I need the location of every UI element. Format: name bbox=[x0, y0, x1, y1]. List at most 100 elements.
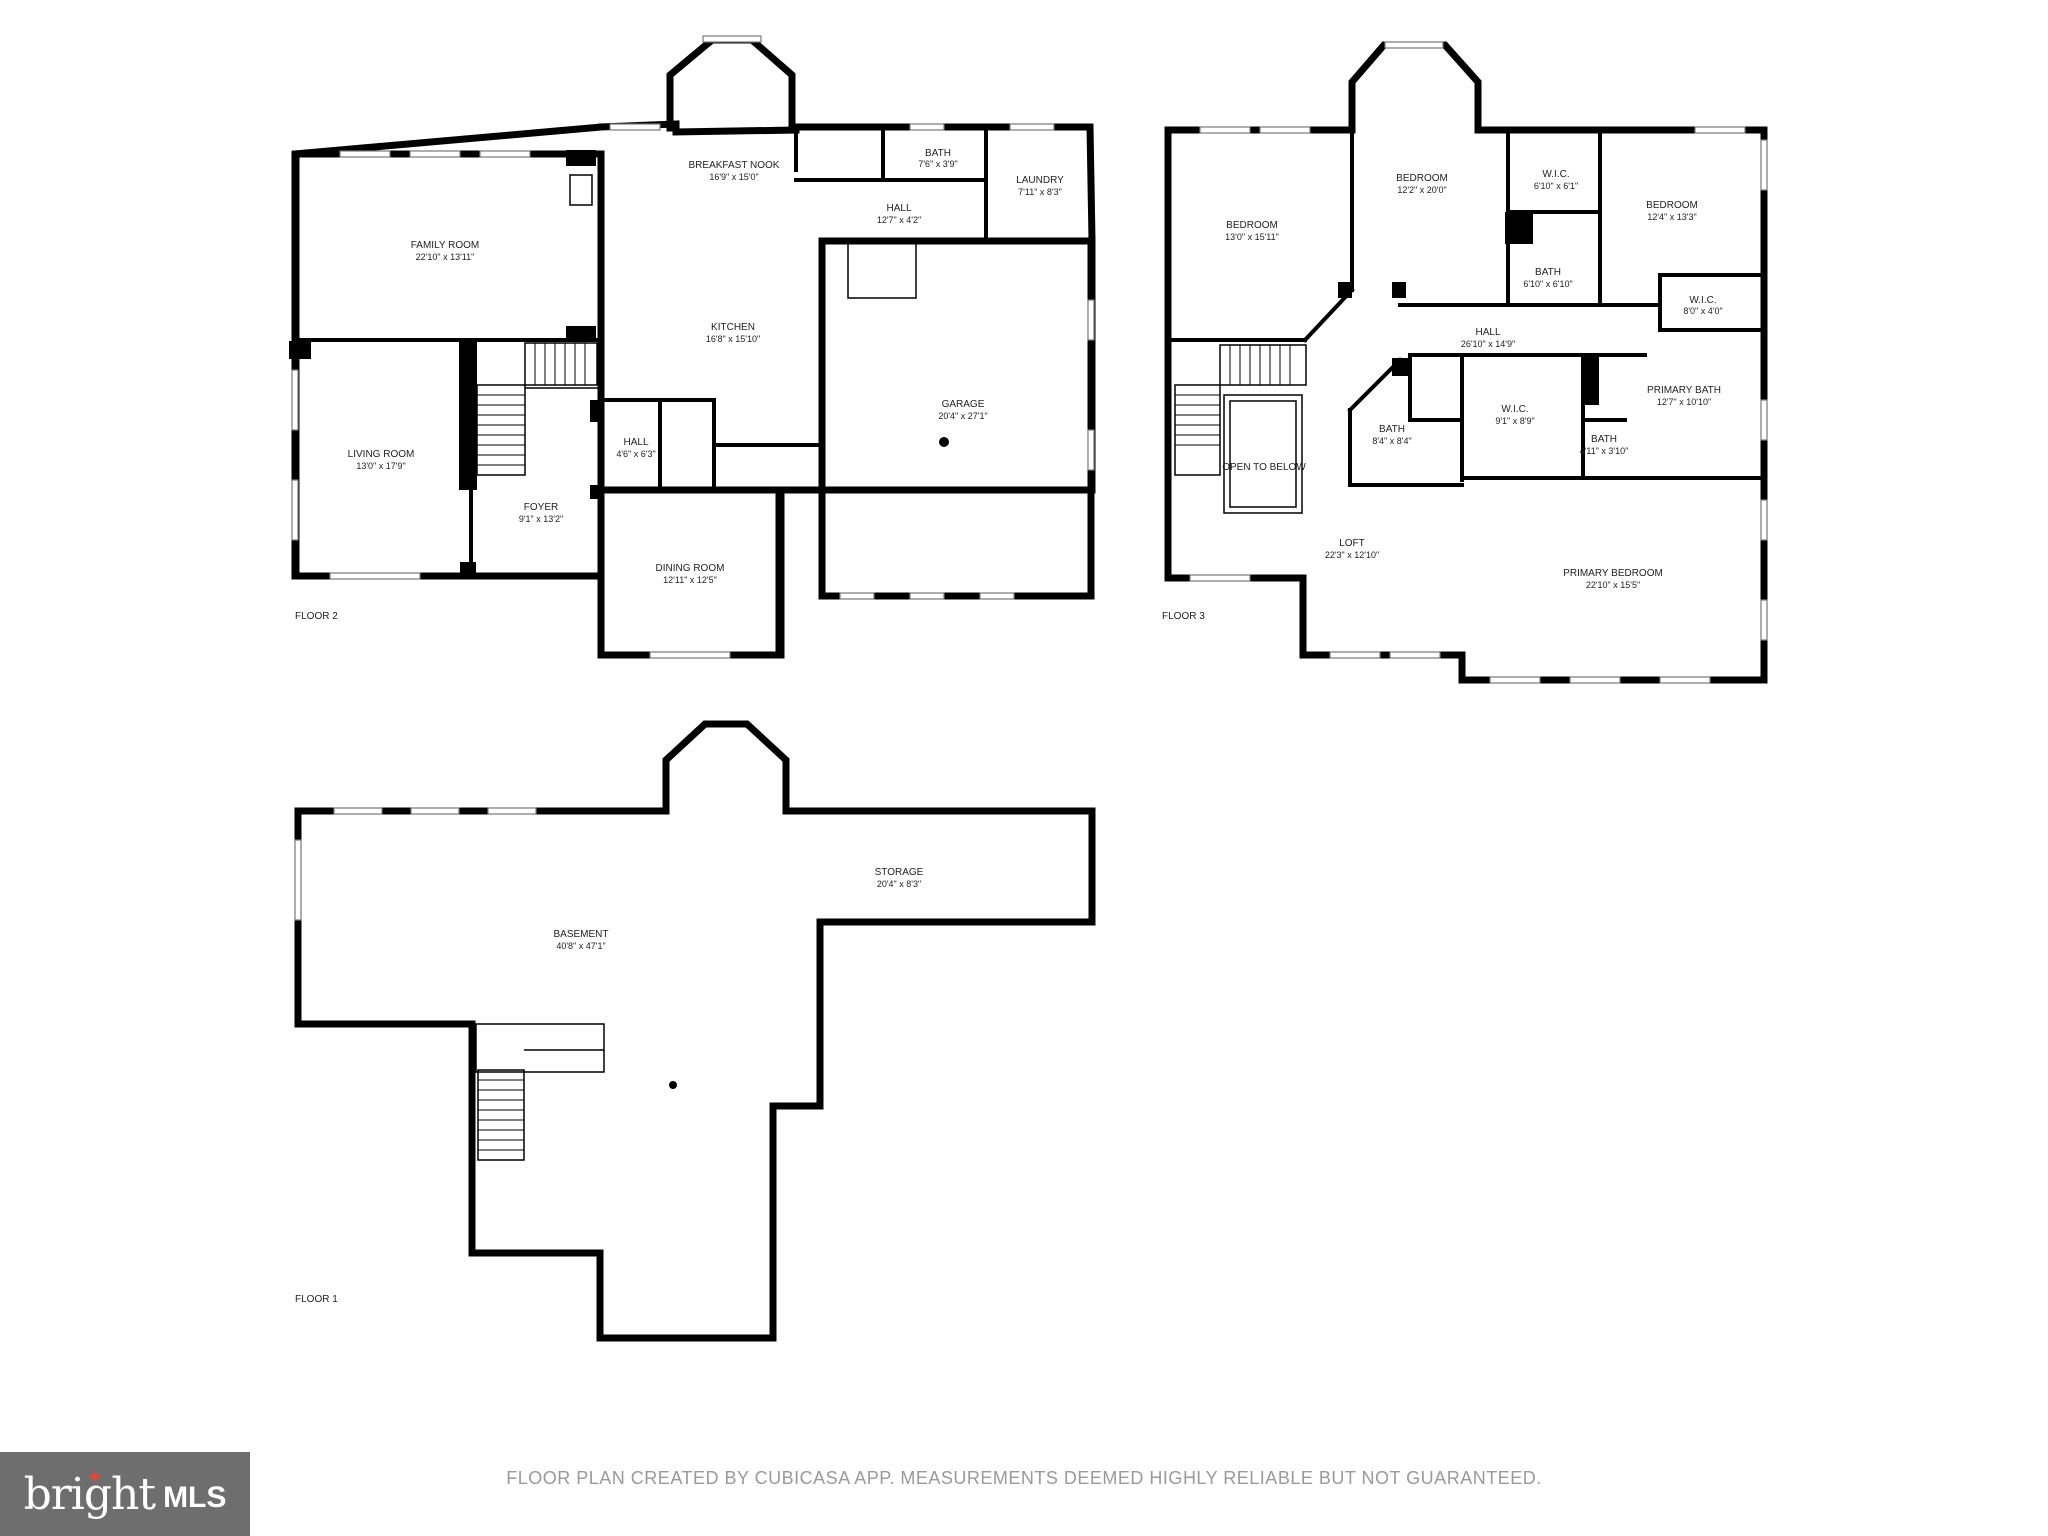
window bbox=[909, 123, 945, 131]
wall-post-c bbox=[1392, 282, 1406, 298]
room-name-foyer: FOYER bbox=[524, 502, 558, 513]
window bbox=[410, 807, 460, 815]
window bbox=[1760, 399, 1768, 441]
room-name-basement: BASEMENT bbox=[553, 929, 608, 940]
floor-3-plan: BEDROOM 12'2" x 20'0" W.I.C. 6'10" x 6'1… bbox=[1162, 41, 1768, 684]
window bbox=[1189, 574, 1251, 582]
open-to-below-inner bbox=[1229, 400, 1297, 508]
logo-star-icon: ✦ bbox=[87, 1464, 104, 1489]
wall-post-a bbox=[1585, 355, 1599, 405]
room-dims-primary-bath: 12'7" x 10'10" bbox=[1657, 397, 1711, 407]
room-name-wic-2: W.I.C. bbox=[1689, 295, 1716, 306]
room-name-primary-bath: PRIMARY BATH bbox=[1647, 385, 1721, 396]
room-name-laundry: LAUNDRY bbox=[1016, 175, 1064, 186]
floor-2-staircase bbox=[476, 342, 600, 476]
window bbox=[839, 592, 875, 600]
basement-staircase bbox=[475, 1023, 605, 1161]
floor-1-label: FLOOR 1 bbox=[295, 1294, 338, 1305]
kitchen-counter bbox=[847, 242, 917, 299]
window bbox=[1259, 126, 1311, 134]
room-dims-dining-room: 12'11" x 12'5" bbox=[663, 575, 717, 585]
window bbox=[1009, 123, 1055, 131]
room-name-bedroom-north: BEDROOM bbox=[1396, 173, 1448, 184]
floor-3-staircase bbox=[1174, 344, 1307, 476]
window bbox=[291, 479, 299, 541]
wall-post-5 bbox=[590, 485, 604, 499]
room-name-bath-3: BATH bbox=[1591, 434, 1617, 445]
bright-mls-logo: bright✦ MLS bbox=[0, 1452, 250, 1536]
room-dims-wic-2: 8'0" x 4'0" bbox=[1683, 306, 1722, 316]
room-name-family-room: FAMILY ROOM bbox=[411, 240, 480, 251]
room-dims-bath-3: 4'11" x 3'10" bbox=[1580, 446, 1629, 456]
room-name-hall-2: HALL bbox=[623, 437, 648, 448]
room-dims-storage: 20'4" x 8'3" bbox=[877, 879, 921, 889]
room-dims-laundry: 7'11" x 8'3" bbox=[1018, 187, 1062, 197]
window bbox=[1199, 126, 1251, 134]
wall-post-6 bbox=[590, 400, 604, 422]
window bbox=[1760, 499, 1768, 541]
wall-post-d bbox=[1392, 358, 1408, 376]
floor-3-outer-wall bbox=[1164, 41, 1768, 684]
fireplace bbox=[569, 174, 593, 206]
window bbox=[291, 369, 299, 431]
room-name-wic-3: W.I.C. bbox=[1501, 404, 1528, 415]
room-name-hall: HALL bbox=[886, 203, 911, 214]
window bbox=[1329, 651, 1381, 659]
window bbox=[294, 839, 302, 921]
floor-3-label: FLOOR 3 bbox=[1162, 611, 1205, 622]
room-name-storage: STORAGE bbox=[875, 867, 924, 878]
room-dims-basement: 40'8" x 47'1" bbox=[556, 941, 605, 951]
room-name-loft: LOFT bbox=[1339, 538, 1365, 549]
room-name-bath-2: BATH bbox=[1379, 424, 1405, 435]
room-dims-wic-3: 9'1" x 8'9" bbox=[1495, 416, 1534, 426]
breakfast-nook-bay bbox=[666, 36, 796, 132]
room-dims-hall: 12'7" x 4'2" bbox=[877, 215, 921, 225]
wall-post-3 bbox=[289, 341, 311, 359]
window bbox=[339, 150, 391, 158]
room-dims-family-room: 22'10" x 13'11" bbox=[416, 252, 475, 262]
chimney-block bbox=[459, 340, 477, 490]
open-to-below-label: OPEN TO BELOW bbox=[1222, 462, 1306, 473]
room-dims-hall: 26'10" x 14'9" bbox=[1461, 339, 1515, 349]
room-dims-hall-2: 4'6" x 6'3" bbox=[616, 449, 655, 459]
window bbox=[702, 35, 762, 43]
basement-fixture bbox=[669, 1081, 677, 1089]
window bbox=[409, 150, 461, 158]
room-name-kitchen: KITCHEN bbox=[711, 322, 755, 333]
room-name-breakfast-nook: BREAKFAST NOOK bbox=[689, 160, 780, 171]
window bbox=[329, 572, 421, 580]
window bbox=[1694, 126, 1746, 134]
room-name-primary-bedroom: PRIMARY BEDROOM bbox=[1563, 568, 1663, 579]
window bbox=[333, 807, 383, 815]
window bbox=[1087, 299, 1095, 341]
wall-post-b bbox=[1338, 282, 1352, 298]
wall-angle bbox=[1302, 287, 1355, 343]
window bbox=[479, 150, 531, 158]
window bbox=[609, 123, 661, 131]
window bbox=[979, 592, 1015, 600]
room-dims-breakfast-nook: 16'9" x 15'0" bbox=[709, 172, 758, 182]
wall-post-4 bbox=[460, 562, 476, 576]
open-to-below bbox=[1223, 394, 1303, 514]
room-dims-loft: 22'3" x 12'10" bbox=[1325, 550, 1379, 560]
floor-1-outer-wall bbox=[294, 720, 1096, 1342]
window bbox=[1760, 599, 1768, 641]
room-name-garage: GARAGE bbox=[942, 399, 985, 410]
room-dims-bedroom-north: 12'2" x 20'0" bbox=[1397, 185, 1446, 195]
floor-2-label: FLOOR 2 bbox=[295, 611, 338, 622]
closet-block bbox=[1505, 212, 1533, 244]
floor-2-plan: BREAKFAST NOOK 16'9" x 15'0" BATH 7'6" x… bbox=[289, 35, 1096, 659]
room-dims-bath-1: 6'10" x 6'10" bbox=[1523, 279, 1572, 289]
window bbox=[1760, 139, 1768, 191]
room-dims-bath: 7'6" x 3'9" bbox=[918, 159, 957, 169]
room-name-bath: BATH bbox=[925, 148, 951, 159]
wall-post-2 bbox=[566, 326, 596, 342]
garage-fixture bbox=[939, 437, 949, 447]
window bbox=[1659, 676, 1711, 684]
disclaimer-text: FLOOR PLAN CREATED BY CUBICASA APP. MEAS… bbox=[506, 1468, 1542, 1488]
room-name-bedroom-west: BEDROOM bbox=[1226, 220, 1278, 231]
room-dims-living-room: 13'0" x 17'9" bbox=[356, 461, 405, 471]
room-name-living-room: LIVING ROOM bbox=[348, 449, 415, 460]
window bbox=[1384, 41, 1444, 49]
